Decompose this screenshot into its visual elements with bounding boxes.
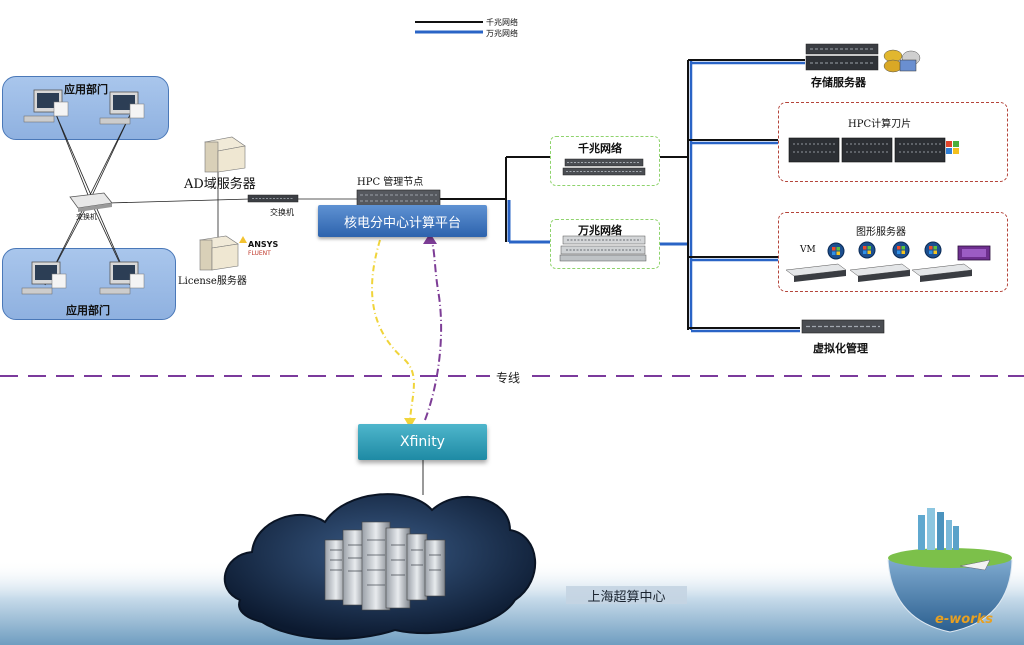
legend-ten-gigabit-label: 万兆网络	[486, 29, 518, 38]
ten-gigabit-switch-label: 万兆网络	[578, 224, 622, 237]
gigabit-switch-icon	[562, 158, 646, 176]
ad-server-icon	[204, 136, 246, 173]
windows-orb-icons	[827, 241, 942, 260]
mgmt-node-icon	[356, 189, 441, 207]
ansys-logo-text: ANSYS	[248, 240, 279, 249]
supercomputer-racks-icon	[324, 521, 446, 611]
switch-icon	[247, 194, 299, 203]
graphics-server-label: 图形服务器	[856, 227, 906, 238]
dept-top-label: 应用部门	[64, 83, 108, 96]
graphics-server-box	[778, 212, 1008, 292]
dept-bottom-label: 应用部门	[66, 304, 110, 317]
fluent-logo-text: FLUENT	[248, 250, 271, 257]
gigabit-switch-label: 千兆网络	[578, 142, 622, 155]
license-server-label: License服务器	[178, 276, 247, 287]
dedicated-line-label: 专线	[490, 369, 527, 386]
hpc-blade-label: HPC计算刀片	[848, 119, 912, 130]
dept-box-bottom	[2, 248, 176, 320]
eworks-watermark: e-works	[935, 612, 993, 627]
storage-label: 存储服务器	[811, 76, 866, 89]
purple-link-curve	[424, 237, 443, 421]
hpc-blade-box	[778, 102, 1008, 182]
switch-label: 交换机	[270, 208, 294, 217]
ansys-logo-mark	[239, 236, 247, 243]
backbone-links	[440, 59, 805, 333]
ad-server-label: AD域服务器	[184, 177, 256, 192]
graphics-server-icons	[785, 241, 991, 282]
purple-link-arrow	[423, 233, 437, 244]
hub-switch-icon	[69, 192, 113, 212]
pc-icons	[21, 89, 145, 295]
supercomputing-center-label: 上海超算中心	[566, 586, 687, 605]
mgmt-node-label: HPC 管理节点	[357, 177, 424, 188]
license-server-icon	[199, 235, 239, 271]
hpc-blade-icons	[788, 137, 959, 163]
storage-server-icon	[805, 43, 921, 73]
ten-gigabit-switch-box	[550, 219, 660, 269]
gigabit-switch-box	[550, 136, 660, 186]
xfinity-button[interactable]: Xfinity	[358, 424, 487, 460]
yellow-link-curve	[371, 239, 415, 421]
platform-button[interactable]: 核电分中心计算平台	[318, 205, 487, 237]
virtualization-label: 虚拟化管理	[813, 342, 868, 355]
legend-gigabit-label: 千兆网络	[486, 18, 518, 27]
ten-gigabit-switch-icon	[559, 235, 647, 262]
vm-label: VM	[800, 245, 816, 255]
yellow-link-arrow	[404, 418, 416, 428]
hub-label: 交换机	[76, 213, 97, 221]
virtualization-server-icon	[801, 319, 885, 334]
globe-city-icon	[887, 508, 1013, 633]
